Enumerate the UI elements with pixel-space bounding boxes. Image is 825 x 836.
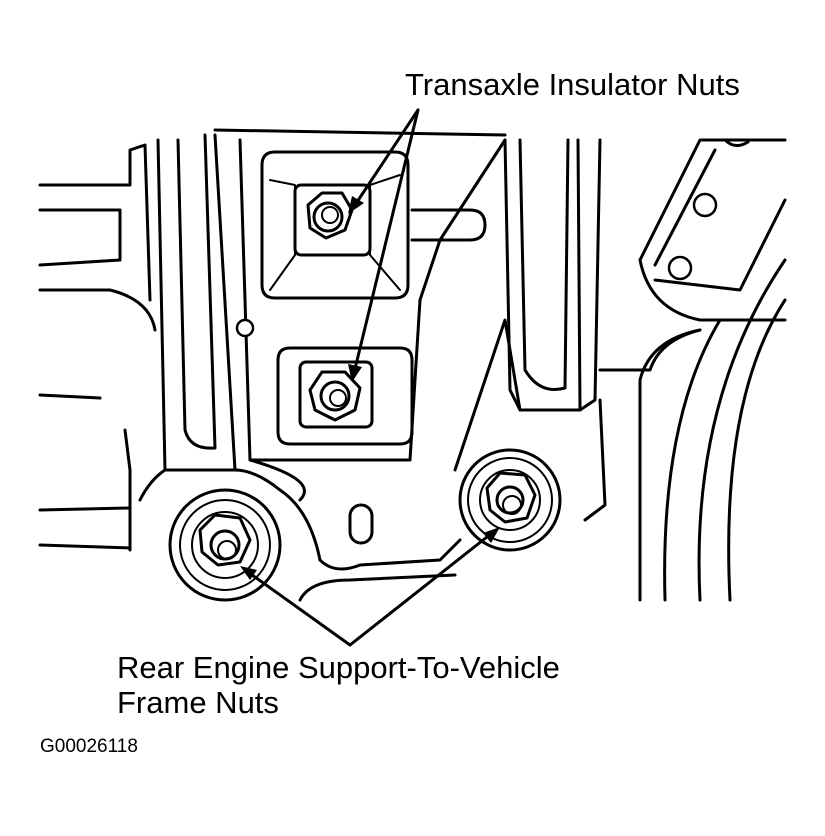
left-frame-rail xyxy=(38,143,157,552)
slot-hole xyxy=(410,208,487,242)
lower-insulator-pad xyxy=(276,346,414,446)
oval-hole-center xyxy=(348,503,374,545)
frame-nuts-label-line1: Rear Engine Support-To-Vehicle xyxy=(117,650,560,685)
right-frame-rail xyxy=(598,138,787,602)
figure-code: G00026118 xyxy=(40,736,138,757)
upper-transaxle-nut xyxy=(306,191,354,240)
transaxle-insulator-nuts-label: Transaxle Insulator Nuts xyxy=(405,67,740,102)
frame-nuts-label-line2: Frame Nuts xyxy=(117,685,279,720)
arrows-insulator-nuts xyxy=(348,108,420,382)
right-frame-nut xyxy=(458,448,562,552)
lower-transaxle-nut xyxy=(308,370,362,422)
small-hole-left xyxy=(235,318,255,338)
center-plate xyxy=(213,128,507,602)
upper-insulator-pad xyxy=(260,150,410,300)
left-vertical-bracket xyxy=(138,133,322,562)
left-frame-nut xyxy=(168,488,282,602)
right-vertical-bracket xyxy=(453,138,607,522)
arrows-frame-nuts xyxy=(240,527,500,647)
